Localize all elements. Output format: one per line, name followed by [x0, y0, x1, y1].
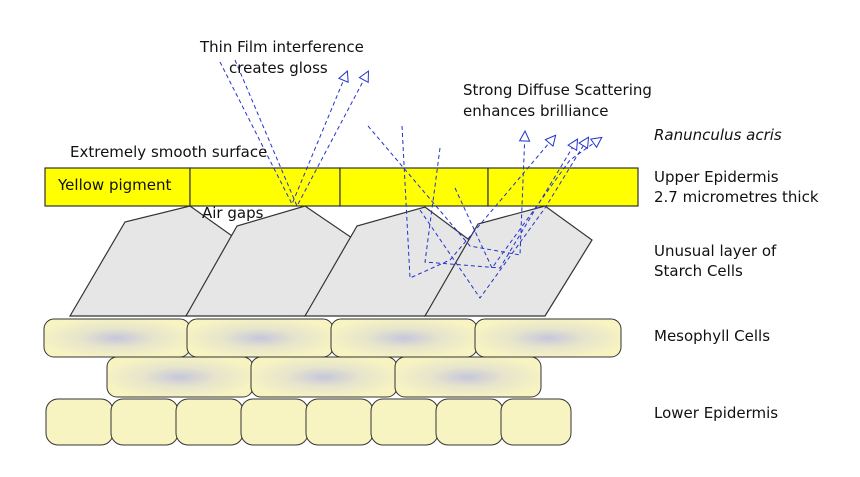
mesophyll-label: Mesophyll Cells [654, 327, 770, 345]
epidermis-segment [487, 167, 639, 207]
mesophyll-layer [43, 318, 622, 398]
lower-epidermis-cell [500, 398, 572, 446]
scatter-ray [367, 125, 525, 256]
upper-epidermis [44, 167, 639, 207]
lower-epidermis-cell [45, 398, 114, 446]
starch-cell [303, 206, 473, 317]
epidermis-segment [44, 167, 191, 207]
mesophyll-cell [250, 356, 398, 398]
yellow-pigment-label: Yellow pigment [57, 176, 172, 194]
epidermis-segment [339, 167, 489, 207]
starch-cell [184, 205, 356, 317]
air-gaps-label: Air gaps [202, 204, 264, 222]
thin-film-label-line2: creates gloss [229, 59, 328, 77]
species-label: Ranunculus acris [654, 126, 782, 144]
lower-epidermis-cell [435, 398, 504, 446]
scatter-ray [454, 138, 601, 269]
diffuse-label-line1: Strong Diffuse Scattering [463, 81, 652, 99]
thin-film-label-line1: Thin Film interference [199, 38, 364, 56]
starch-cell [423, 205, 593, 317]
smooth-surface-label: Extremely smooth surface [70, 143, 267, 161]
upper-epidermis-label-line1: Upper Epidermis [654, 168, 779, 186]
lower-epidermis-cell [175, 398, 244, 446]
lower-epidermis-cell [240, 398, 309, 446]
thin-film-ray [234, 59, 368, 208]
mesophyll-cell [106, 356, 254, 398]
mesophyll-cell [43, 318, 191, 358]
lower-epidermis-label: Lower Epidermis [654, 404, 778, 422]
diffuse-label-line2: enhances brilliance [463, 102, 609, 120]
mesophyll-cell [330, 318, 478, 358]
lower-epidermis [45, 398, 572, 446]
lower-epidermis-cell [370, 398, 439, 446]
upper-epidermis-label-line2: 2.7 micrometres thick [654, 188, 819, 206]
starch-cell-layer [68, 205, 593, 317]
scatter-ray [424, 140, 577, 269]
diffuse-scattering-rays [367, 125, 601, 299]
mesophyll-cell [474, 318, 622, 358]
thin-film-ray [219, 61, 347, 206]
scatter-ray [419, 138, 588, 299]
starch-cell [68, 205, 236, 317]
lower-epidermis-cell [110, 398, 179, 446]
epidermis-segment [189, 167, 341, 207]
mesophyll-cell [186, 318, 334, 358]
thin-film-rays [219, 59, 368, 208]
starch-label-line1: Unusual layer of [654, 242, 777, 260]
lower-epidermis-cell [305, 398, 374, 446]
mesophyll-cell [394, 356, 542, 398]
starch-label-line2: Starch Cells [654, 262, 743, 280]
